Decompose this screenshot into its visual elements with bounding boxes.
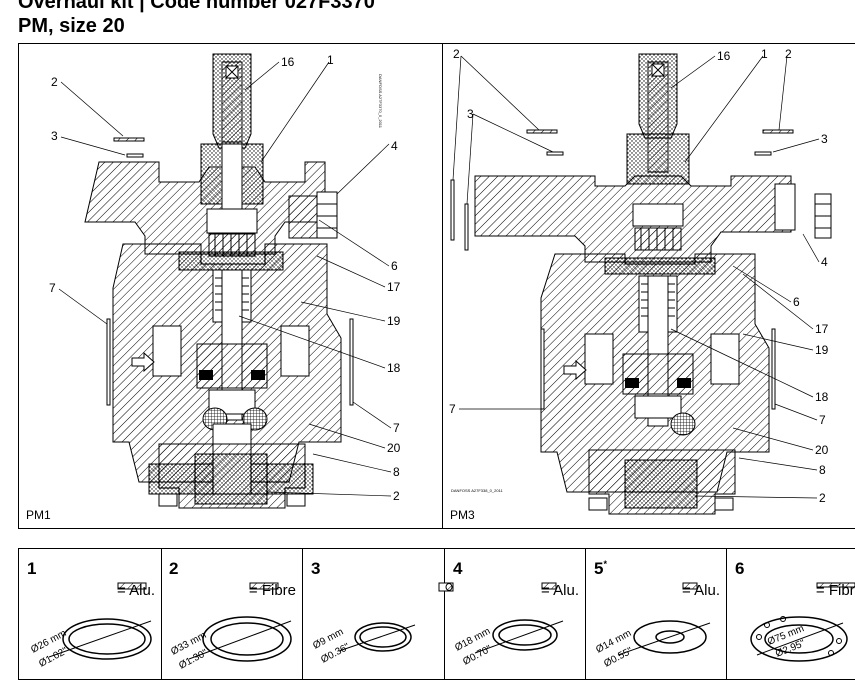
- callout-1: 1: [761, 47, 768, 61]
- diagram-panel-pm3: 2 3 16 1 2 3 4 6 17 19 7 18 7 20 8 2 DAN…: [442, 43, 855, 529]
- callout-6: 6: [793, 295, 800, 309]
- part-number: 3: [311, 559, 321, 578]
- callout-8: 8: [393, 465, 400, 479]
- callout-2-top-right: 2: [785, 47, 792, 61]
- callout-17: 17: [815, 322, 829, 336]
- callout-8: 8: [819, 463, 826, 477]
- callout-16: 16: [717, 49, 731, 63]
- ring-drawing: Ø14 mm Ø0.55": [594, 620, 711, 670]
- part-material: = Alu.: [117, 582, 155, 599]
- part-cell-1: 1 = Alu. Ø26 mm Ø1.02": [18, 548, 162, 680]
- callout-3-right: 3: [821, 132, 828, 146]
- callout-2-bottom: 2: [819, 491, 826, 505]
- ring-drawing: Ø26 mm Ø1.02": [29, 618, 152, 670]
- ring-drawing: Ø33 mm Ø1.30": [169, 616, 292, 672]
- panel-label: PM1: [26, 508, 51, 522]
- page-subtitle: PM, size 20: [18, 15, 125, 37]
- callout-7-left: 7: [49, 281, 56, 295]
- callout-6: 6: [391, 259, 398, 273]
- callout-18: 18: [815, 390, 829, 404]
- callout-1: 1: [327, 53, 334, 67]
- callout-20: 20: [815, 443, 829, 457]
- panel-label: PM3: [450, 508, 475, 522]
- callout-19: 19: [387, 314, 401, 328]
- part-number: 4: [453, 559, 463, 578]
- callout-2-top-left: 2: [453, 47, 460, 61]
- callout-16: 16: [281, 55, 295, 69]
- ring-drawing: Ø75 mm Ø2.95": [750, 616, 848, 662]
- callout-7-left: 7: [449, 402, 456, 416]
- drawing-stamp: DANFOSS A27F3370_0_2011: [378, 74, 383, 129]
- callout-2-lower: 2: [393, 489, 400, 503]
- callout-3: 3: [51, 129, 58, 143]
- callout-7-right: 7: [819, 413, 826, 427]
- part-cell-6: 6 = Fibre Ø75 mm Ø2.95": [727, 548, 855, 680]
- ring-icon: [438, 582, 454, 592]
- callout-4: 4: [391, 139, 398, 153]
- callout-2-upper: 2: [51, 75, 58, 89]
- part-cell-5: 5* = Alu. Ø14 mm Ø0.55": [586, 548, 727, 680]
- part-material: = Fibre: [248, 582, 296, 599]
- material-hatch-icon: [541, 582, 557, 590]
- part-cell-3: 3 Ø9 mm Ø0.36": [303, 548, 454, 680]
- callout-18: 18: [387, 361, 401, 375]
- part-number: 6: [735, 559, 745, 578]
- part-material: = Alu.: [541, 582, 579, 599]
- part-number: 2: [169, 559, 179, 578]
- drawing-stamp: DANFOSS A27F338_0_2011: [451, 488, 504, 493]
- part-material: = Alu.: [682, 582, 720, 599]
- diagram-panel-pm1: 2 3 16 1 4 6 17 7 19 18 7 20 8 2 DANFOSS…: [18, 43, 444, 529]
- ring-drawing: Ø9 mm Ø0.36": [311, 622, 416, 666]
- valve-drawing-pm3: 2 3 16 1 2 3 4 6 17 19 7 18 7 20 8 2 DAN…: [449, 47, 832, 515]
- material-hatch-icon: [117, 582, 147, 590]
- part-cell-2: 2 = Fibre Ø33 mm Ø1.30": [161, 548, 303, 680]
- callout-4: 4: [821, 255, 828, 269]
- part-cell-4: 4 = Alu. Ø18 mm Ø0.70": [445, 548, 586, 680]
- callout-7-right: 7: [393, 421, 400, 435]
- part-number: 1: [27, 559, 37, 578]
- part-number: 5*: [594, 559, 607, 578]
- material-hatch-icon: [249, 582, 279, 590]
- callout-17: 17: [387, 280, 401, 294]
- callout-19: 19: [815, 343, 829, 357]
- material-hatch-icon: [682, 582, 698, 590]
- callout-3-left: 3: [467, 107, 474, 121]
- callout-20: 20: [387, 441, 401, 455]
- valve-drawing-pm1: 2 3 16 1 4 6 17 7 19 18 7 20 8 2 DANFOSS…: [49, 53, 401, 509]
- page-title: Overhaul kit | Code number 027F3370: [18, 0, 375, 13]
- ring-drawing: Ø18 mm Ø0.70": [453, 619, 564, 668]
